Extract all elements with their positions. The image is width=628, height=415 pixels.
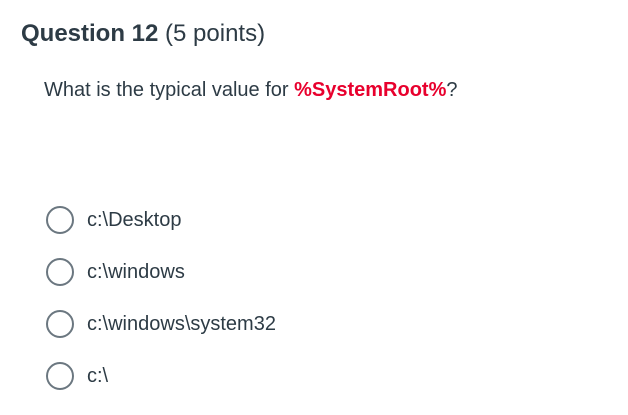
radio-button[interactable] <box>46 362 74 390</box>
answer-option-label: c:\Desktop <box>87 209 182 231</box>
answer-option[interactable]: c:\windows <box>46 255 276 289</box>
radio-button[interactable] <box>46 206 74 234</box>
answer-option[interactable]: c:\Desktop <box>46 203 276 237</box>
question-header: Question 12 (5 points) <box>21 18 265 50</box>
answer-option-label: c:\windows <box>87 261 185 283</box>
answer-options: c:\Desktop c:\windows c:\windows\system3… <box>46 203 276 411</box>
question-text-before: What is the typical value for <box>44 79 295 101</box>
radio-button[interactable] <box>46 310 74 338</box>
question-text: What is the typical value for %SystemRoo… <box>44 76 458 104</box>
question-points: (5 points) <box>165 20 266 47</box>
radio-button[interactable] <box>46 258 74 286</box>
answer-option-label: c:\windows\system32 <box>87 313 276 335</box>
question-title: Question 12 <box>21 20 159 47</box>
question-highlight: %SystemRoot% <box>294 79 447 101</box>
answer-option-label: c:\ <box>87 365 109 387</box>
answer-option[interactable]: c:\ <box>46 359 276 393</box>
answer-option[interactable]: c:\windows\system32 <box>46 307 276 341</box>
question-text-after: ? <box>446 79 458 101</box>
